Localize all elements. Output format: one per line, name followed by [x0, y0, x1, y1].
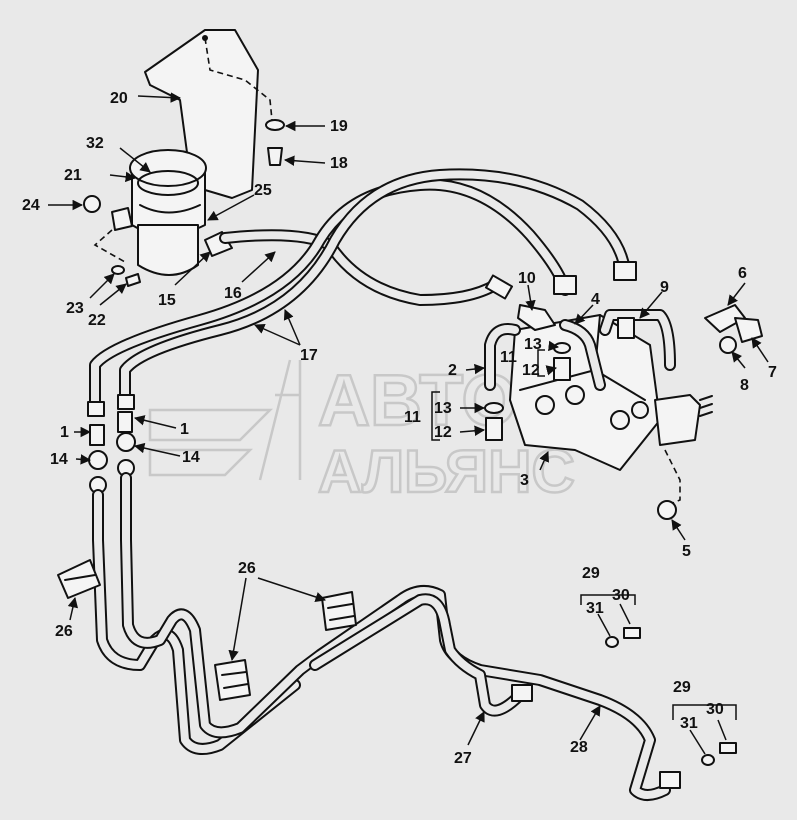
- callout-2: 2: [448, 362, 457, 379]
- hose-17-a: [89, 178, 571, 416]
- watermark-logo: [148, 359, 302, 481]
- callout-26-left: 26: [55, 623, 73, 640]
- callout-26-mid: 26: [238, 560, 256, 577]
- banjo-fitting: [704, 304, 763, 354]
- fitting-stack-left: [484, 402, 504, 441]
- callout-8: 8: [740, 377, 749, 394]
- callout-13-lower: 13: [434, 400, 452, 417]
- callout-27: 27: [454, 750, 472, 767]
- callout-7: 7: [768, 364, 777, 381]
- washer-23: [111, 265, 125, 275]
- fitting-stack-right: [553, 342, 571, 381]
- bracket-11-right: [537, 349, 545, 377]
- callout-1-left: 1: [60, 424, 69, 441]
- bracket-11-left: [431, 391, 440, 441]
- callout-5: 5: [682, 543, 691, 560]
- callout-14-right: 14: [182, 449, 200, 466]
- leaders: [48, 92, 769, 746]
- callout-22: 22: [88, 312, 106, 329]
- callout-10: 10: [518, 270, 536, 287]
- clip-26-right: [321, 591, 357, 631]
- callout-11-upper: 11: [500, 349, 517, 366]
- nut-5: [657, 500, 677, 520]
- kit-upper: [580, 594, 641, 648]
- pipe-end-fitting: [659, 771, 681, 789]
- mounting-bracket: [144, 29, 273, 199]
- callout-15: 15: [158, 292, 176, 309]
- bolt-22: [125, 273, 141, 287]
- kit-lower: [672, 704, 737, 766]
- pipe-27-branch: [309, 593, 526, 717]
- pipe-long-right: [120, 472, 671, 801]
- callout-19: 19: [330, 118, 348, 135]
- callout-12-lower: 12: [434, 424, 452, 441]
- callout-14-left: 14: [50, 451, 68, 468]
- callout-9: 9: [660, 279, 669, 296]
- watermark-line2: АЛЬЯНС: [318, 438, 575, 505]
- clip-26-left: [57, 559, 101, 599]
- callout-4: 4: [591, 291, 600, 308]
- callout-25: 25: [254, 182, 272, 199]
- hose-end-fitting: [553, 275, 577, 295]
- watermark: АВТО АЛЬЯНС: [148, 359, 576, 506]
- callout-31-upper: 31: [586, 600, 604, 617]
- nut-24: [83, 195, 101, 213]
- pipe-end-fitting: [511, 684, 533, 702]
- tube-2: [484, 323, 521, 391]
- callout-30-upper: 30: [612, 587, 630, 604]
- callout-29-lower: 29: [673, 679, 691, 696]
- callout-11-lower: 11: [404, 409, 421, 426]
- callout-28: 28: [570, 739, 588, 756]
- callout-29-upper: 29: [582, 565, 600, 582]
- hose-end-fitting: [613, 261, 637, 281]
- hose-17-b: [119, 168, 631, 401]
- callout-1-right: 1: [180, 421, 189, 438]
- hose-16: [219, 229, 501, 306]
- clip-26-mid: [214, 659, 251, 701]
- washer-19: [265, 119, 285, 131]
- hose-end-fitting: [484, 274, 514, 300]
- callout-24: 24: [22, 197, 40, 214]
- tube-4: [559, 319, 606, 391]
- callout-32: 32: [86, 135, 104, 152]
- callout-20: 20: [110, 90, 128, 107]
- callout-3: 3: [520, 472, 529, 489]
- reservoir: [93, 149, 207, 276]
- callout-labels: 20 19 18 32 21 24 25 15 16 23 22 17 1 1 …: [22, 90, 777, 767]
- callout-31-lower: 31: [680, 715, 698, 732]
- callout-30-lower: 30: [706, 701, 724, 718]
- callout-21: 21: [64, 167, 82, 184]
- callout-6: 6: [738, 265, 747, 282]
- callout-16: 16: [224, 285, 242, 302]
- callout-18: 18: [330, 155, 348, 172]
- left-fittings: [87, 394, 136, 494]
- callout-23: 23: [66, 300, 84, 317]
- screw-18: [267, 147, 283, 166]
- tube-9: [599, 309, 676, 371]
- callout-17: 17: [300, 347, 318, 364]
- fitting-9-end: [617, 317, 635, 339]
- bracket-hole: [202, 35, 208, 41]
- callout-13-upper: 13: [524, 336, 542, 353]
- callout-12-upper: 12: [522, 362, 540, 379]
- valve-block: [509, 314, 713, 506]
- elbow-10: [517, 304, 556, 331]
